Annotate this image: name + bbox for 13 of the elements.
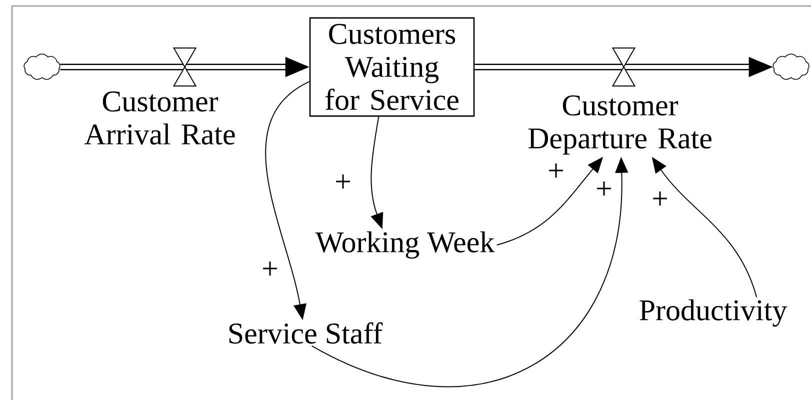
edge-label: Customer Arrival Rate [84,91,235,145]
edge-label: + [263,262,277,276]
cloud-shape [24,54,60,80]
cloud-shape [772,54,810,80]
variable-label: Working Week [315,231,495,259]
variable-label: Productivity [640,299,788,327]
edge-label: + [336,174,350,188]
edge-label: + [653,192,667,206]
edge-label: + [597,182,611,196]
stock-box: Customers Waiting for Service [309,17,475,117]
variable-label: Service Staff [229,322,383,344]
edge-label: + [549,164,563,178]
variable-label: Customer Departure Rate [528,95,712,155]
